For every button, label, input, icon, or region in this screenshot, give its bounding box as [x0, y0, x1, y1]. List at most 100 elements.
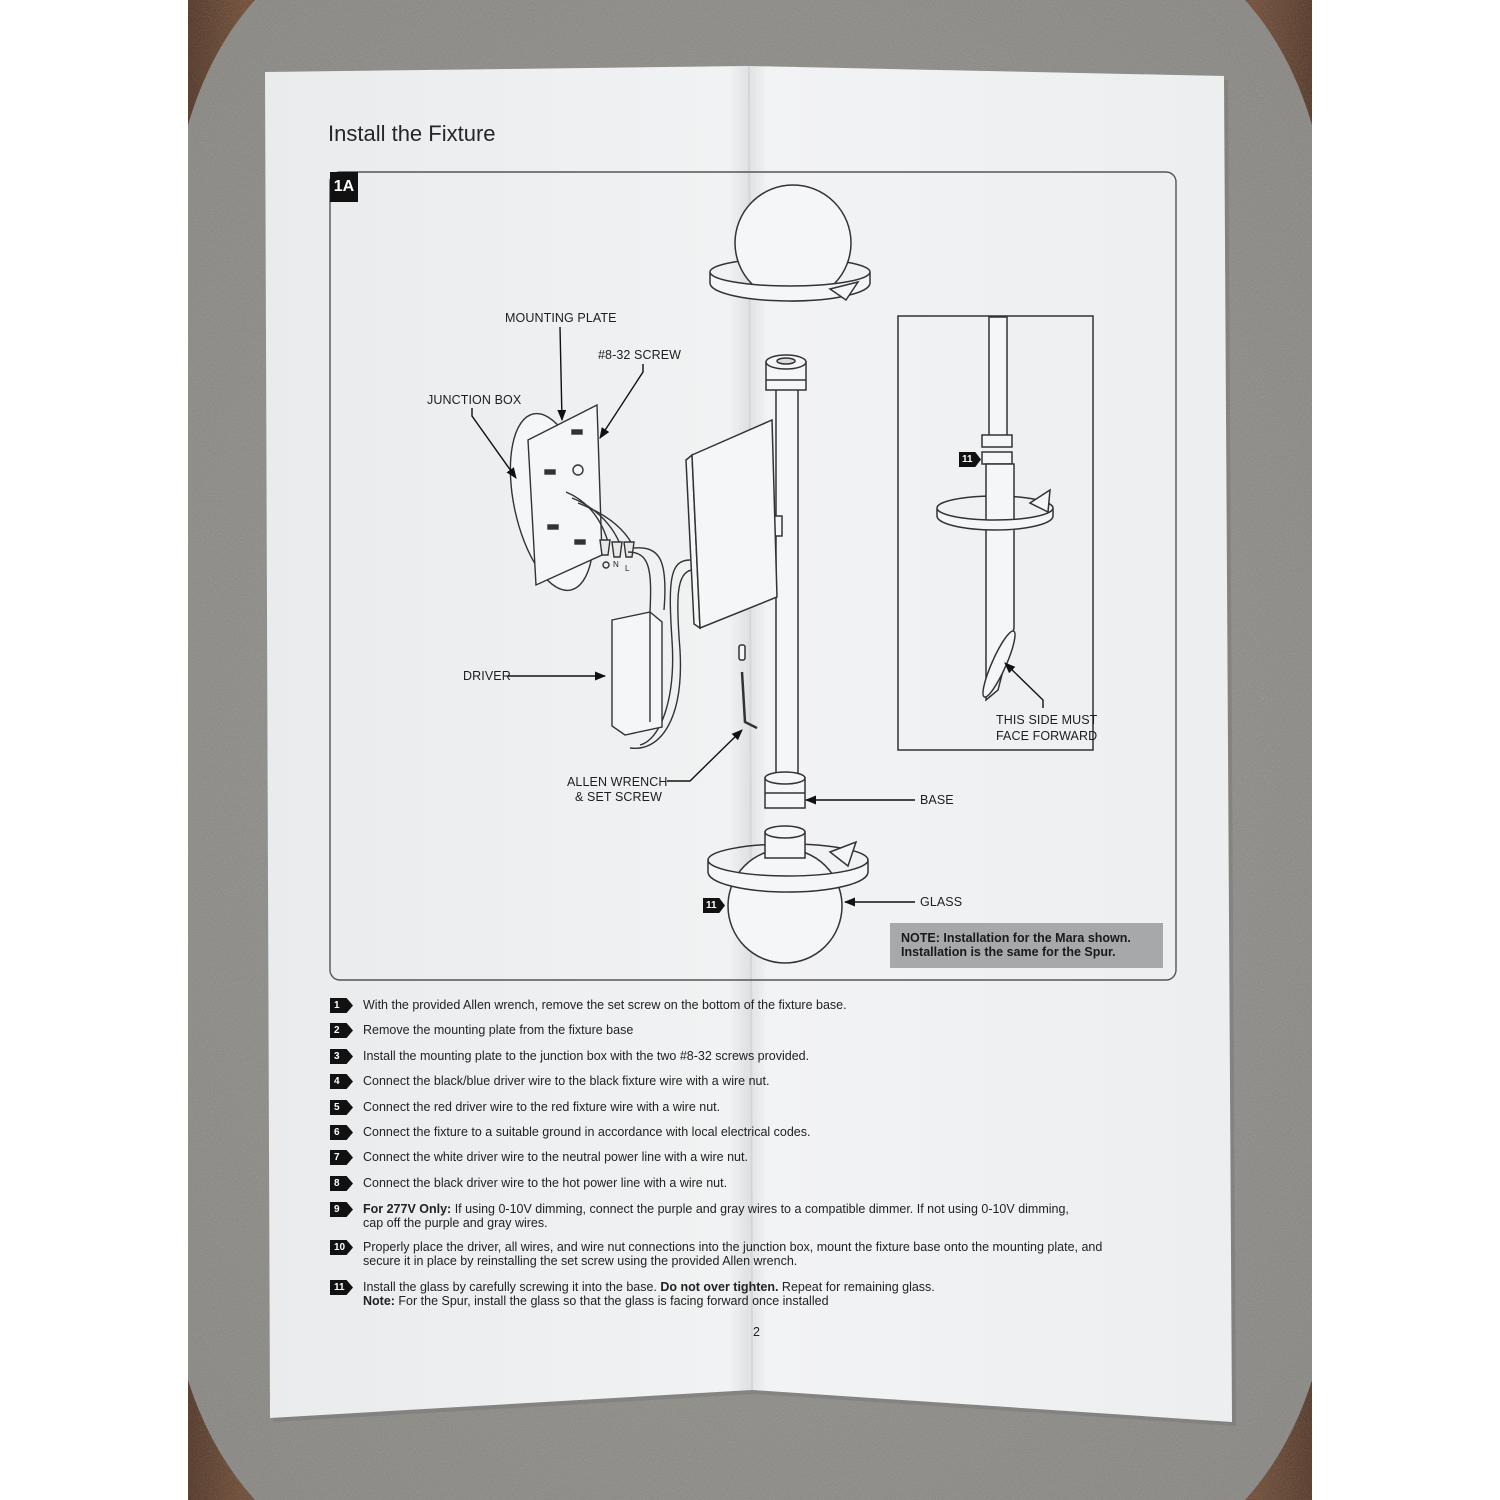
glass-step-badge: 11 [703, 898, 725, 913]
step-number: 8 [334, 1178, 340, 1189]
step-segment: Connect the red driver wire to the red f… [363, 1100, 721, 1114]
step-number: 1 [334, 1000, 340, 1011]
step-number: 3 [334, 1051, 340, 1062]
page-number: 2 [753, 1325, 760, 1339]
step-segment: Install the glass by carefully screwing … [363, 1280, 661, 1294]
step-text: With the provided Allen wrench, remove t… [363, 998, 847, 1012]
page-title: Install the Fixture [328, 121, 496, 146]
step-line: Note: For the Spur, install the glass so… [363, 1294, 935, 1308]
driver [611, 547, 693, 749]
step-number: 7 [334, 1152, 340, 1163]
step-text: For 277V Only: If using 0-10V dimming, c… [363, 1202, 1069, 1230]
ground-icon [602, 561, 610, 569]
top-glass-globe [709, 184, 871, 302]
junction-box [509, 403, 635, 592]
figure-label: 1A [330, 172, 358, 202]
face-forward-leader [1004, 662, 1044, 708]
installation-note: NOTE: Installation for the Mara shown. I… [890, 923, 1163, 968]
label-set-screw: & SET SCREW [575, 790, 662, 804]
step-text: Install the glass by carefully screwing … [363, 1280, 935, 1308]
fixture-base [764, 771, 806, 809]
label-mounting-plate: MOUNTING PLATE [505, 311, 617, 325]
step-line: secure it in place by reinstalling the s… [363, 1254, 1102, 1268]
step-number-badge: 11 [330, 1280, 353, 1295]
step-line: For 277V Only: If using 0-10V dimming, c… [363, 1202, 1069, 1216]
step-number-badge: 1 [330, 998, 353, 1013]
step-segment: Properly place the driver, all wires, an… [363, 1240, 1103, 1254]
allen-wrench-leader [667, 729, 743, 782]
step-segment: If using 0-10V dimming, connect the purp… [451, 1202, 1069, 1216]
step-text: Connect the black/blue driver wire to th… [363, 1074, 769, 1088]
step-emphasis: Note: [363, 1294, 395, 1308]
label-junction-box: JUNCTION BOX [427, 393, 522, 407]
step-number: 2 [334, 1025, 340, 1036]
step-text: Connect the white driver wire to the neu… [363, 1150, 748, 1164]
label-face-forward-2: FACE FORWARD [996, 729, 1098, 743]
step-line: Properly place the driver, all wires, an… [363, 1240, 1102, 1254]
label-driver: DRIVER [463, 669, 511, 683]
step-emphasis: Do not over tighten. [660, 1280, 779, 1294]
step-line: Install the mounting plate to the juncti… [363, 1049, 809, 1063]
wire-nut-icon [623, 541, 635, 558]
rotate-arrow-icon [828, 840, 858, 868]
step-number-badge: 9 [330, 1202, 353, 1217]
step-line: cap off the purple and gray wires. [363, 1216, 1069, 1230]
note-line-1: NOTE: Installation for the Mara shown. [901, 931, 1131, 945]
step-number-badge: 7 [330, 1150, 353, 1165]
wire-nut-icon [599, 539, 611, 556]
step-segment: secure it in place by reinstalling the s… [363, 1254, 798, 1268]
step-number-badge: 3 [330, 1049, 353, 1064]
step-text: Connect the black driver wire to the hot… [363, 1176, 727, 1190]
step-number-badge: 5 [330, 1100, 353, 1115]
step-number-badge: 4 [330, 1074, 353, 1089]
step-text: Connect the red driver wire to the red f… [363, 1100, 720, 1114]
figure-frame [329, 171, 1177, 981]
step-line: Connect the fixture to a suitable ground… [363, 1125, 810, 1139]
step-number: 9 [334, 1204, 340, 1215]
step-segment: Repeat for remaining glass. [778, 1280, 935, 1294]
allen-wrench [738, 644, 758, 730]
label-face-forward-1: THIS SIDE MUST [996, 713, 1098, 727]
step-segment: With the provided Allen wrench, remove t… [363, 998, 847, 1012]
rotate-arrow-icon [828, 280, 860, 302]
step-number: 6 [334, 1127, 340, 1138]
step-segment: Connect the black driver wire to the hot… [363, 1176, 728, 1190]
step-line: With the provided Allen wrench, remove t… [363, 998, 847, 1012]
step-number: 5 [334, 1102, 340, 1113]
step-text: Remove the mounting plate from the fixtu… [363, 1023, 633, 1037]
step-segment: Connect the black/blue driver wire to th… [363, 1074, 770, 1088]
step-segment: Remove the mounting plate from the fixtu… [363, 1023, 634, 1037]
bottom-glass-globe [707, 825, 869, 964]
inset-step-badge: 11 [959, 452, 981, 467]
step-number-badge: 6 [330, 1125, 353, 1140]
step-line: Connect the white driver wire to the neu… [363, 1150, 748, 1164]
wire-label-line: L [625, 564, 630, 573]
step-segment: Connect the fixture to a suitable ground… [363, 1125, 811, 1139]
wire-label-neutral: N [613, 560, 619, 569]
step-segment: Install the mounting plate to the juncti… [363, 1049, 810, 1063]
label-screw: #8-32 SCREW [598, 348, 682, 362]
step-number-badge: 8 [330, 1176, 353, 1191]
step-number-badge: 10 [330, 1240, 353, 1255]
label-base: BASE [920, 793, 954, 807]
leader-arrows [471, 326, 1044, 907]
step-line: Connect the red driver wire to the red f… [363, 1100, 720, 1114]
step-segment: For the Spur, install the glass so that … [394, 1294, 829, 1308]
step-number-badge: 2 [330, 1023, 353, 1038]
step-line: Remove the mounting plate from the fixtu… [363, 1023, 633, 1037]
label-glass: GLASS [920, 895, 963, 909]
step-number: 4 [334, 1076, 340, 1087]
step-segment: cap off the purple and gray wires. [363, 1216, 548, 1230]
step-line: Connect the black driver wire to the hot… [363, 1176, 727, 1190]
rotate-arrow-icon [1028, 488, 1051, 514]
step-number: 11 [334, 1282, 345, 1293]
step-line: Connect the black/blue driver wire to th… [363, 1074, 769, 1088]
mounting-plate-leader [557, 326, 567, 422]
step-segment: Connect the white driver wire to the neu… [363, 1150, 748, 1164]
step-line: Install the glass by carefully screwing … [363, 1280, 935, 1294]
step-emphasis: For 277V Only: [363, 1202, 452, 1216]
step-text: Install the mounting plate to the juncti… [363, 1049, 809, 1063]
step-text: Connect the fixture to a suitable ground… [363, 1125, 810, 1139]
label-allen-wrench: ALLEN WRENCH [567, 775, 668, 789]
